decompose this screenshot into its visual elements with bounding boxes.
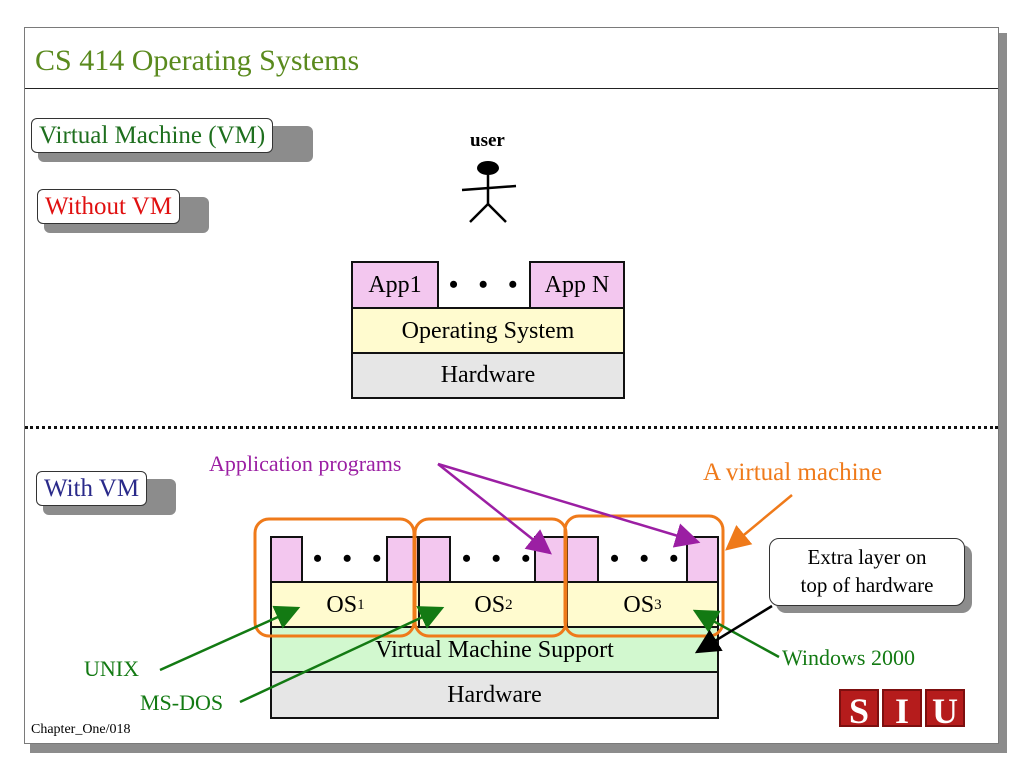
vm3-app-right xyxy=(686,536,719,584)
vm2-app-right xyxy=(534,536,567,584)
os1-label: OS xyxy=(326,591,358,618)
os3-label: OS xyxy=(623,591,655,618)
vm-hardware-box: Hardware xyxy=(270,671,719,719)
slide-footer: Chapter_One/018 xyxy=(31,722,131,737)
siu-logo-s: S xyxy=(839,689,879,731)
vm2-apps-ellipsis: • • • xyxy=(462,544,538,573)
title-divider xyxy=(25,88,998,89)
os2-subscript: 2 xyxy=(505,596,513,613)
extra-layer-line2: top of hardware xyxy=(800,573,934,597)
appn-box: App N xyxy=(529,261,625,310)
operating-system-box: Operating System xyxy=(351,307,625,355)
with-vm-tag: With VM xyxy=(36,471,148,506)
apps-ellipsis: • • • xyxy=(449,270,525,299)
extra-layer-line1: Extra layer on xyxy=(807,545,927,569)
slide-title: CS 414 Operating Systems xyxy=(35,44,360,77)
without-vm-tag: Without VM xyxy=(37,189,181,224)
vm-tag: Virtual Machine (VM) xyxy=(31,118,274,153)
vm1-apps-ellipsis: • • • xyxy=(313,544,389,573)
app1-box: App1 xyxy=(351,261,439,310)
vm3-app-left xyxy=(566,536,599,584)
os2-label: OS xyxy=(474,591,506,618)
vm1-app-left xyxy=(270,536,303,584)
vm2-app-left xyxy=(418,536,451,584)
os1-subscript: 1 xyxy=(357,596,365,613)
a-virtual-machine-label: A virtual machine xyxy=(703,459,883,486)
vm3-apps-ellipsis: • • • xyxy=(610,544,686,573)
extra-layer-callout: Extra layer on top of hardware xyxy=(769,538,965,606)
vm-support-box: Virtual Machine Support xyxy=(270,626,719,674)
section-divider xyxy=(25,426,998,429)
siu-logo: S I U xyxy=(839,689,965,731)
msdos-label: MS-DOS xyxy=(140,690,224,715)
user-label: user xyxy=(470,130,505,151)
windows2000-label: Windows 2000 xyxy=(782,645,915,670)
siu-logo-u: U xyxy=(925,689,965,731)
unix-label: UNIX xyxy=(84,656,139,681)
vm1-app-right xyxy=(386,536,419,584)
application-programs-label: Application programs xyxy=(209,451,402,476)
hardware-box: Hardware xyxy=(351,352,625,399)
siu-logo-i: I xyxy=(882,689,922,731)
os3-subscript: 3 xyxy=(654,596,662,613)
